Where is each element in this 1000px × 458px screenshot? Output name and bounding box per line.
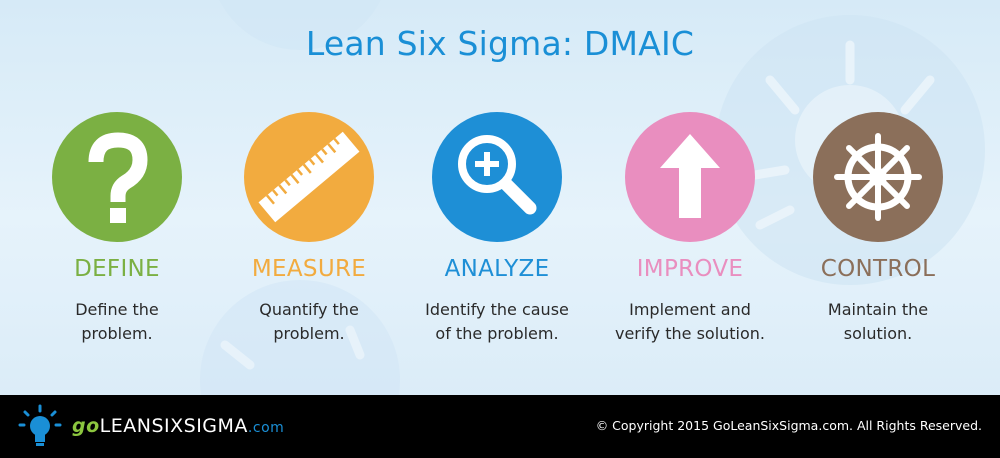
step-analyze: ANALYZE Identify the cause of the proble…: [407, 112, 587, 346]
logo-main: LEANSIXSIGMA: [99, 415, 248, 437]
step-improve: IMPROVE Implement and verify the solutio…: [600, 112, 780, 346]
step-description: Maintain the solution.: [827, 300, 929, 343]
control-circle: [813, 112, 943, 242]
footer-bar: goLEANSIXSIGMA.com © Copyright 2015 GoLe…: [0, 395, 1000, 458]
step-measure: MEASURE Quantify the problem.: [219, 112, 399, 346]
step-description: Implement and verify the solution.: [614, 300, 766, 343]
logo-com: .com: [247, 420, 285, 436]
magnifier-plus-icon: [458, 135, 537, 215]
brand-logo[interactable]: goLEANSIXSIGMA.com: [72, 415, 284, 437]
step-description: Identify the cause of the problem.: [425, 300, 569, 343]
step-name: CONTROL: [820, 256, 936, 282]
step-name: ANALYZE: [444, 256, 550, 282]
logo-go: go: [72, 415, 100, 437]
measure-circle: [244, 112, 374, 242]
arrow-up-icon: [660, 134, 720, 218]
step-control: CONTROL Maintain the solution.: [788, 112, 968, 346]
define-circle: [52, 112, 182, 242]
ruler-icon: [258, 131, 360, 223]
ship-wheel-icon: [834, 133, 922, 221]
lightbulb-icon: [18, 404, 62, 446]
improve-circle: [625, 112, 755, 242]
analyze-circle: [432, 112, 562, 242]
copyright-text: © Copyright 2015 GoLeanSixSigma.com. All…: [595, 418, 982, 433]
step-name: DEFINE: [74, 256, 160, 282]
page-title: Lean Six Sigma: DMAIC: [305, 24, 695, 63]
step-name: MEASURE: [251, 256, 367, 282]
step-description: Quantify the problem.: [259, 300, 359, 343]
question-mark-icon: [88, 132, 148, 223]
step-define: DEFINE Define the problem.: [27, 112, 207, 346]
step-name: IMPROVE: [636, 256, 744, 282]
step-description: Define the problem.: [75, 300, 159, 343]
